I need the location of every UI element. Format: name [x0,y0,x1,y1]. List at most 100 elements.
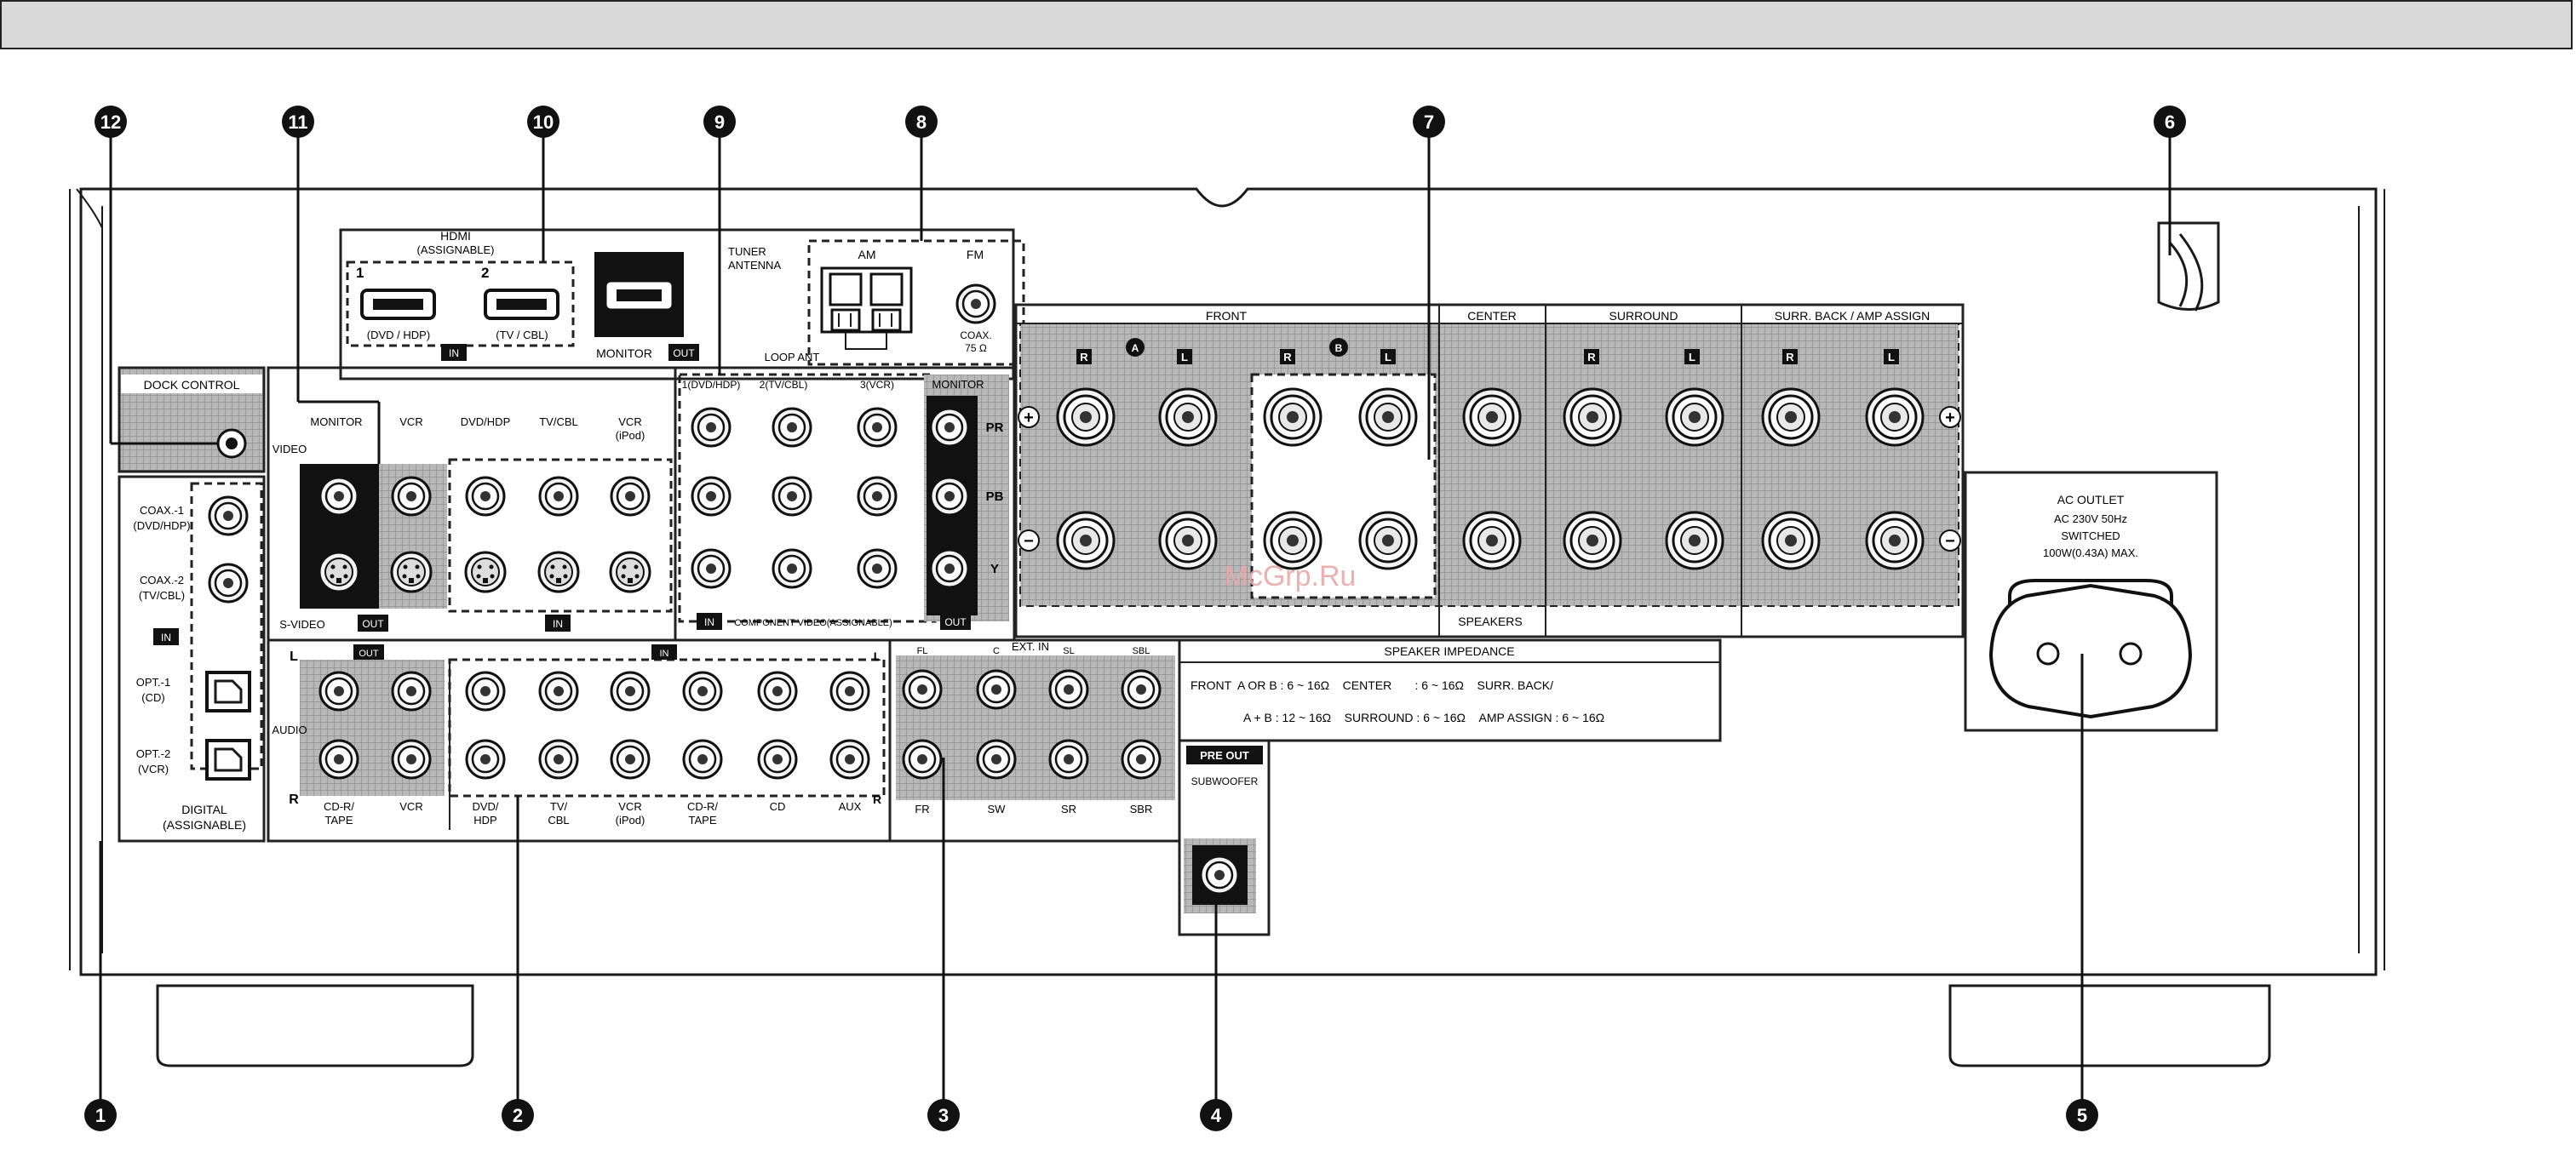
video-vcr-out-jack[interactable] [391,476,432,517]
audio-tv-l-jack[interactable] [538,671,579,712]
opt2-port[interactable] [205,739,251,781]
surrback-l-minus-terminal[interactable] [1865,511,1925,570]
front-b-r-plus-terminal[interactable] [1263,387,1322,447]
front-a-l-minus-terminal[interactable] [1158,511,1218,570]
tuner-section [807,239,1025,366]
ext-in-fl-label: FL [917,646,928,656]
comp-monitor-pb-jack[interactable] [929,476,970,517]
audio-cd-r-jack[interactable] [757,739,798,780]
audio-aux-label: AUX [839,800,862,813]
pre-out-badge: PRE OUT [1200,749,1249,762]
surround-r-plus-terminal[interactable] [1563,387,1622,447]
audio-aux-l-jack[interactable] [829,671,870,712]
component-col4: MONITOR [932,378,984,391]
surround-r-minus-terminal[interactable] [1563,511,1622,570]
opt1-port[interactable] [205,671,251,712]
comp2-pr-jack[interactable] [772,407,812,448]
video-in-badge: IN [553,618,563,630]
ext-in-sr-jack[interactable] [1048,739,1089,780]
video-monitor-jack[interactable] [318,476,359,517]
comp2-pb-jack[interactable] [772,476,812,517]
video-col-vcr-ipod: VCR [618,415,641,428]
callout-6: 6 [2165,112,2175,133]
video-vcr-ipod-jack[interactable] [610,476,651,517]
ext-in-fl-jack[interactable] [902,669,943,710]
callout-2: 2 [513,1105,523,1126]
audio-vcr-out-r-jack[interactable] [391,739,432,780]
ext-in-sbl-jack[interactable] [1121,669,1162,710]
audio-cdr-out-l-jack[interactable] [318,671,359,712]
surround-l-minus-terminal[interactable] [1665,511,1724,570]
audio-cd-l-jack[interactable] [757,671,798,712]
ext-in-sbr-label: SBR [1130,803,1153,815]
comp1-pr-jack[interactable] [691,407,731,448]
fm-ohm-label: 75 Ω [965,342,987,354]
svideo-vcr-out-jack[interactable] [390,551,433,593]
am-terminal[interactable] [820,266,913,334]
comp3-y-jack[interactable] [857,548,898,589]
center-minus-terminal[interactable] [1462,511,1522,570]
ext-in-c-jack[interactable] [976,669,1017,710]
audio-vcr-ipod-r-jack[interactable] [610,739,651,780]
comp-monitor-pr-jack[interactable] [929,407,970,448]
svideo-monitor-jack[interactable] [318,551,360,593]
component-y-label: Y [990,562,999,576]
tuner-label-2: ANTENNA [728,259,781,272]
comp-monitor-y-jack[interactable] [929,548,970,589]
coax1-jack[interactable] [208,495,249,536]
audio-left-label-aux: L [874,649,881,663]
audio-aux-r-jack[interactable] [829,739,870,780]
dock-control-label: DOCK CONTROL [144,378,240,392]
front-a-l-plus-terminal[interactable] [1158,387,1218,447]
front-a-r-plus-terminal[interactable] [1056,387,1116,447]
audio-dvd-r-jack[interactable] [465,739,506,780]
audio-cdr-out-label-1: CD-R/ [324,800,354,813]
surrback-r-plus-terminal[interactable] [1761,387,1821,447]
comp2-y-jack[interactable] [772,548,812,589]
subwoofer-pre-out-jack[interactable] [1199,855,1240,895]
tuner-am-label: AM [858,248,876,261]
fm-coax-jack[interactable] [955,283,996,324]
surround-l-label: L [1689,351,1695,363]
comp1-pb-jack[interactable] [691,476,731,517]
ext-in-sl-jack[interactable] [1048,669,1089,710]
ext-in-sw-jack[interactable] [976,739,1017,780]
surrback-l-plus-terminal[interactable] [1865,387,1925,447]
video-tvcbl-jack[interactable] [538,476,579,517]
surrback-r-minus-terminal[interactable] [1761,511,1821,570]
svideo-vcr-ipod-jack[interactable] [609,551,651,593]
front-a-r-minus-terminal[interactable] [1056,511,1116,570]
comp3-pb-jack[interactable] [857,476,898,517]
center-plus-terminal[interactable] [1462,387,1522,447]
audio-cdr-in-l-jack[interactable] [682,671,723,712]
comp3-pr-jack[interactable] [857,407,898,448]
audio-vcr-out-l-jack[interactable] [391,671,432,712]
audio-cdr-out-r-jack[interactable] [318,739,359,780]
hdmi-section [339,228,1015,380]
ext-in-fr-jack[interactable] [902,739,943,780]
subwoofer-label: SUBWOOFER [1191,775,1259,787]
power-cord-icon [2157,221,2220,311]
hdmi-subheader: (ASSIGNABLE) [416,243,494,256]
right-foot [1948,984,2271,1067]
component-caption: COMPONENT VIDEO(ASSIGNABLE) [734,618,892,628]
audio-cdr-in-r-jack[interactable] [682,739,723,780]
front-b-l-plus-terminal[interactable] [1358,387,1418,447]
front-b-l-minus-terminal[interactable] [1358,511,1418,570]
ac-outlet-socket[interactable] [1988,583,2193,719]
svideo-tvcbl-jack[interactable] [537,551,580,593]
audio-left-label: L [290,649,298,664]
speakers-caption: SPEAKERS [1458,615,1522,628]
callout-10: 10 [533,112,554,133]
ext-in-sbr-jack[interactable] [1121,739,1162,780]
video-dvd-jack[interactable] [465,476,506,517]
coax2-jack[interactable] [208,563,249,604]
audio-tv-r-jack[interactable] [538,739,579,780]
audio-vcr-ipod-l-jack[interactable] [610,671,651,712]
svideo-dvd-jack[interactable] [464,551,507,593]
surround-l-plus-terminal[interactable] [1665,387,1724,447]
comp1-y-jack[interactable] [691,548,731,589]
ac-outlet-line3: SWITCHED [2061,529,2120,542]
audio-dvd-l-jack[interactable] [465,671,506,712]
front-a-l-label: L [1181,351,1188,363]
